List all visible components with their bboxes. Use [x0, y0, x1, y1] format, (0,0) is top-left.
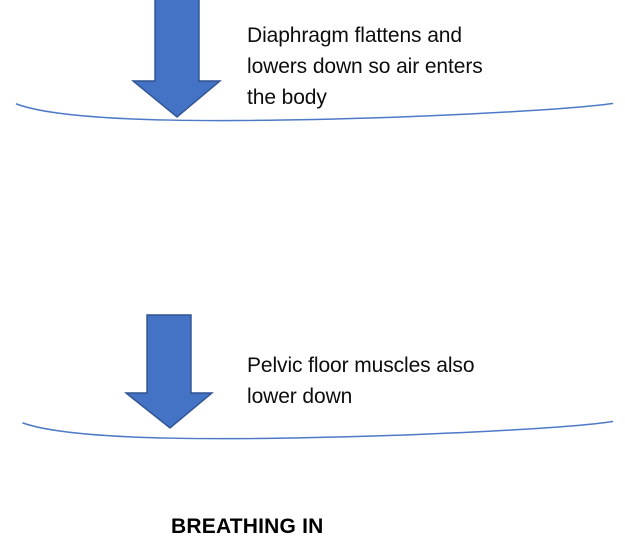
- curve-pelvic-line: [22, 420, 614, 440]
- curve-diaphragm-line: [15, 102, 614, 122]
- diagram-title: BREATHING IN: [171, 515, 324, 538]
- arrow-pelvic-icon: [123, 314, 214, 429]
- arrow-diaphragm-icon: [131, 0, 222, 118]
- annotation-diaphragm: Diaphragm flattens and lowers down so ai…: [247, 24, 483, 109]
- annotation-pelvic-floor: Pelvic floor muscles also lower down: [247, 354, 475, 408]
